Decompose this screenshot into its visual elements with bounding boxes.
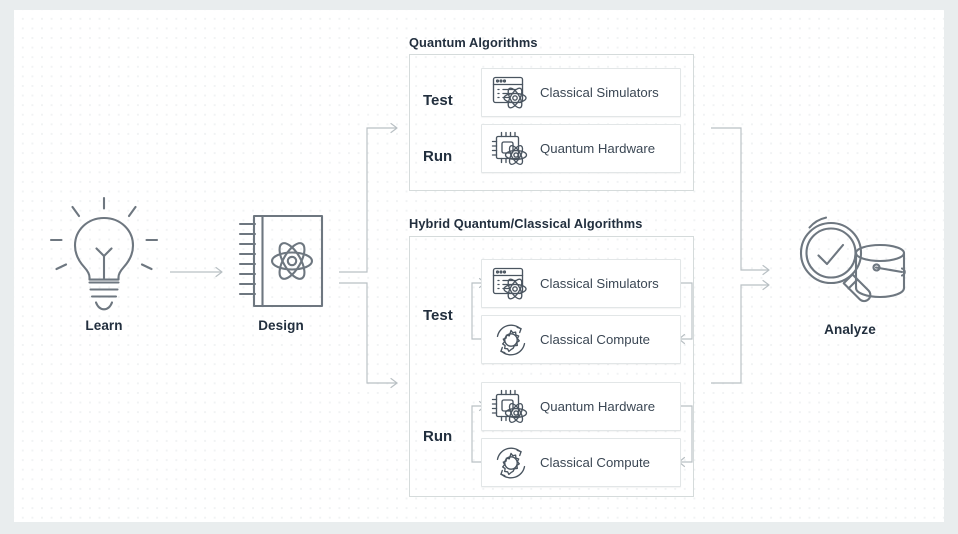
card-label: Classical Simulators <box>540 276 659 291</box>
lightbulb-icon <box>49 196 159 311</box>
card-label: Classical Simulators <box>540 85 659 100</box>
classical-simulator-icon <box>488 261 534 307</box>
connector-learn-to-design <box>170 266 223 278</box>
card-classical-simulators-hybrid-test[interactable]: Classical Simulators <box>481 259 681 308</box>
card-label: Classical Compute <box>540 455 650 470</box>
classical-compute-icon <box>488 317 534 363</box>
step-label-quantum-test: Test <box>423 92 453 109</box>
card-quantum-hardware-quantum-run[interactable]: Quantum Hardware <box>481 124 681 173</box>
classical-compute-icon <box>488 440 534 486</box>
quantum-hardware-icon <box>488 126 534 172</box>
stage-analyze: Analyze <box>786 210 914 337</box>
card-label: Classical Compute <box>540 332 650 347</box>
card-classical-compute-hybrid-run[interactable]: Classical Compute <box>481 438 681 487</box>
quantum-hardware-icon <box>488 384 534 430</box>
card-classical-simulators-quantum-test[interactable]: Classical Simulators <box>481 68 681 117</box>
stage-learn: Learn <box>49 196 159 333</box>
stage-label-analyze: Analyze <box>824 322 876 337</box>
card-classical-compute-hybrid-test[interactable]: Classical Compute <box>481 315 681 364</box>
connector-sections-to-analyze <box>711 127 770 384</box>
notebook-atom-icon <box>238 214 324 308</box>
section-panel-quantum-algorithms <box>409 54 694 191</box>
step-label-hybrid-test: Test <box>423 307 453 324</box>
card-label: Quantum Hardware <box>540 141 656 156</box>
step-label-quantum-run: Run <box>423 148 453 165</box>
card-quantum-hardware-hybrid-run[interactable]: Quantum Hardware <box>481 382 681 431</box>
classical-simulator-icon <box>488 70 534 116</box>
stage-label-design: Design <box>258 318 304 333</box>
section-title-hybrid: Hybrid Quantum/Classical Algorithms <box>409 216 643 231</box>
section-title-quantum-algorithms: Quantum Algorithms <box>409 35 538 50</box>
diagram-canvas: Learn Design Quantum Algorithms <box>14 10 944 522</box>
section-panel-hybrid <box>409 236 694 497</box>
connector-design-fork <box>339 122 398 389</box>
stage-label-learn: Learn <box>85 318 123 333</box>
magnifier-check-bucket-icon <box>799 216 906 303</box>
step-label-hybrid-run: Run <box>423 428 453 445</box>
stage-design: Design <box>229 205 333 333</box>
card-label: Quantum Hardware <box>540 399 656 414</box>
